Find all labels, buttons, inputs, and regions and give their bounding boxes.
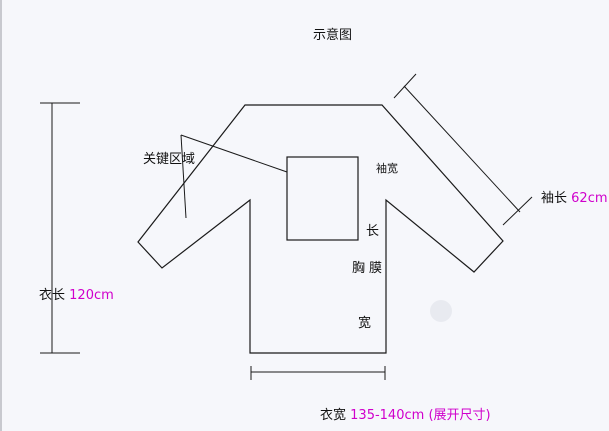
garment-outline <box>137 104 504 354</box>
sleeve-width-label: 袖宽 <box>376 162 398 175</box>
chest-membrane-label-2: 胸膜 <box>352 261 387 276</box>
chest-membrane-rectangle <box>286 156 359 241</box>
key-area-label: 关键区域 <box>143 152 196 167</box>
paper-stain <box>430 300 452 322</box>
sleeve-length-dimension-cap <box>393 73 417 99</box>
key-area-pointer-line <box>180 134 187 219</box>
sleeve-length-dimension-cap <box>502 196 533 226</box>
sleeve-length-value: 62cm <box>571 191 608 206</box>
sleeve-length-dimension-line <box>403 85 521 213</box>
key-area-pointer-line <box>180 134 288 173</box>
diagram-title: 示意图 <box>313 28 353 43</box>
width-note: (展开尺寸) <box>428 408 491 423</box>
chest-membrane-label-3: 宽 <box>358 316 372 331</box>
sleeve-length-label: 袖长 <box>541 191 568 206</box>
length-value: 120cm <box>69 288 114 303</box>
chest-membrane-label-1: 长 <box>366 224 380 239</box>
length-label: 衣长 <box>39 288 66 303</box>
width-measurement: 衣宽 135-140cm (展开尺寸) <box>320 404 491 423</box>
width-label: 衣宽 <box>320 408 347 423</box>
width-value: 135-140cm <box>350 408 425 423</box>
length-measurement: 衣长 120cm <box>39 284 114 303</box>
paper-left-edge <box>0 0 2 431</box>
sleeve-length-measurement: 袖长 62cm <box>541 187 608 206</box>
